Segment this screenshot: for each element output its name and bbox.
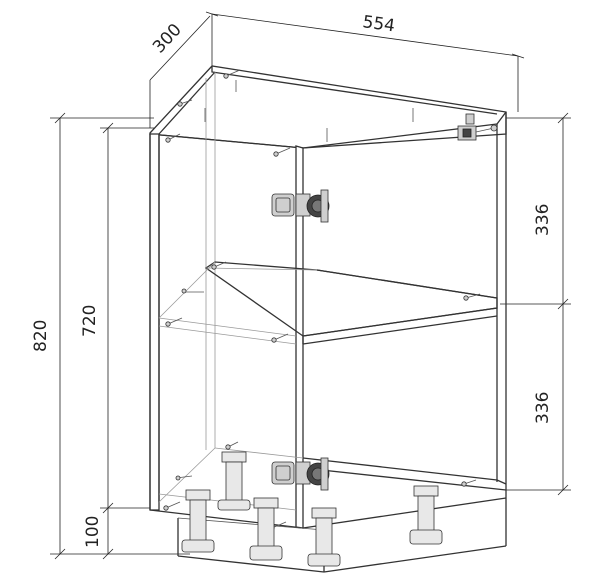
adjustable-legs bbox=[181, 451, 443, 567]
hanger-bracket bbox=[457, 113, 498, 141]
dimension-lines bbox=[50, 11, 571, 560]
pin-icon bbox=[165, 317, 183, 327]
body-height-dimension: 720 bbox=[80, 305, 100, 337]
total-height-dimension: 820 bbox=[31, 320, 51, 352]
pin-icon bbox=[461, 479, 477, 487]
pin-icon bbox=[165, 133, 181, 143]
pin-icon bbox=[163, 501, 181, 511]
leg-icon bbox=[307, 507, 341, 567]
plinth-height-dimension: 100 bbox=[83, 516, 103, 548]
pin-icon bbox=[175, 475, 193, 481]
leg-icon bbox=[217, 451, 251, 511]
pin-icon bbox=[181, 288, 204, 294]
pin-icon bbox=[177, 99, 193, 107]
lower-compartment-dimension: 336 bbox=[533, 392, 553, 424]
leg-icon bbox=[249, 497, 283, 561]
leg-icon bbox=[409, 485, 443, 545]
hinge-upper bbox=[271, 189, 330, 223]
hinge-lower bbox=[271, 457, 330, 491]
pin-icon bbox=[223, 69, 241, 79]
pin-icon bbox=[211, 261, 227, 270]
pin-icon bbox=[271, 333, 289, 343]
pin-icon bbox=[463, 293, 481, 301]
pin-icon bbox=[225, 441, 239, 450]
pin-icon bbox=[273, 147, 291, 157]
leg-icon bbox=[181, 489, 215, 553]
upper-compartment-dimension: 336 bbox=[533, 204, 553, 236]
cabinet-body bbox=[149, 65, 507, 573]
width-dimension: 554 bbox=[361, 12, 396, 36]
depth-dimension: 300 bbox=[149, 20, 186, 57]
dowel-pins bbox=[163, 69, 481, 531]
